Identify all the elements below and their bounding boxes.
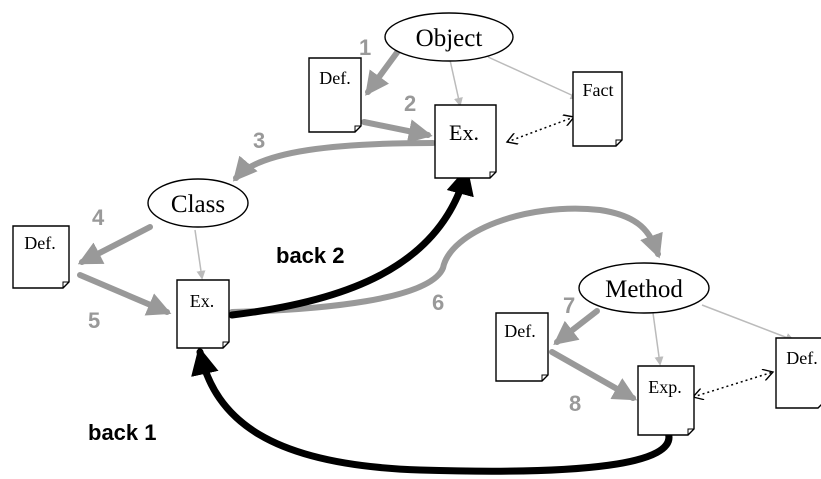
doc-method-def: Def. [495, 312, 549, 382]
document-icon [495, 312, 549, 382]
document-icon [572, 71, 623, 147]
doc-object-fact: Fact [572, 71, 623, 147]
step-4-arrow [77, 224, 153, 265]
concept-object: Object [384, 12, 514, 62]
method-to-exp-link [652, 312, 664, 366]
step-arrows [77, 40, 663, 401]
dotted-relations [507, 117, 773, 397]
document-icon [434, 104, 497, 179]
document-icon [775, 337, 821, 409]
step-2-label: 2 [404, 91, 416, 116]
step-3-arrow [232, 140, 436, 182]
ex-fact-relation [507, 117, 574, 142]
doc-label: Ex. [449, 120, 479, 145]
step-5-label: 5 [88, 308, 100, 333]
doc-label: Def. [504, 321, 535, 341]
document-icon [308, 57, 362, 133]
concept-class: Class [147, 178, 249, 228]
doc-label: Def. [319, 68, 350, 88]
doc-label: Def. [24, 233, 55, 253]
class-ellipse [147, 178, 249, 228]
doc-label: Fact [583, 80, 614, 100]
step-5-arrow [77, 272, 172, 316]
class-to-ex-link [194, 229, 206, 280]
object-label: Object [416, 25, 483, 52]
back-2-arrow [228, 166, 474, 319]
object-ellipse [384, 12, 514, 62]
doc-label: Ex. [190, 291, 215, 311]
doc-method-def2: Def. [775, 337, 821, 409]
back-arrows [191, 166, 673, 475]
doc-class-ex: Ex. [176, 279, 230, 349]
step-3-label: 3 [253, 128, 265, 153]
class-label: Class [171, 191, 225, 218]
method-label: Method [605, 276, 683, 303]
step-6-label: 6 [432, 290, 444, 315]
concept-method: Method [578, 262, 710, 314]
step-2-arrow [361, 119, 433, 143]
step-numbers: 1 2 3 4 5 6 7 8 [88, 35, 581, 416]
step-7-label: 7 [563, 293, 575, 318]
step-6-arrow [229, 205, 663, 315]
doc-method-exp: Exp. [637, 365, 695, 436]
document-icon [637, 365, 695, 436]
back-1-label: back 1 [88, 420, 157, 445]
back-1-arrow [191, 346, 673, 475]
method-to-def2-link [701, 304, 795, 342]
doc-object-def: Def. [308, 57, 362, 133]
step-7-arrow [553, 308, 600, 345]
step-4-label: 4 [92, 205, 105, 230]
step-1-label: 1 [359, 35, 371, 60]
object-to-ex-link [449, 59, 463, 107]
document-icon [12, 225, 70, 289]
doc-label: Exp. [648, 377, 682, 397]
step-8-label: 8 [569, 391, 581, 416]
object-to-fact-link [487, 56, 580, 100]
method-ellipse [578, 262, 710, 314]
doc-class-def: Def. [12, 225, 70, 289]
exp-def2-relation [693, 372, 773, 397]
document-icon [176, 279, 230, 349]
back-2-label: back 2 [276, 243, 345, 268]
step-8-arrow [549, 349, 638, 401]
doc-object-ex: Ex. [434, 104, 497, 179]
doc-label: Def. [786, 348, 817, 368]
concept-links [194, 56, 795, 366]
